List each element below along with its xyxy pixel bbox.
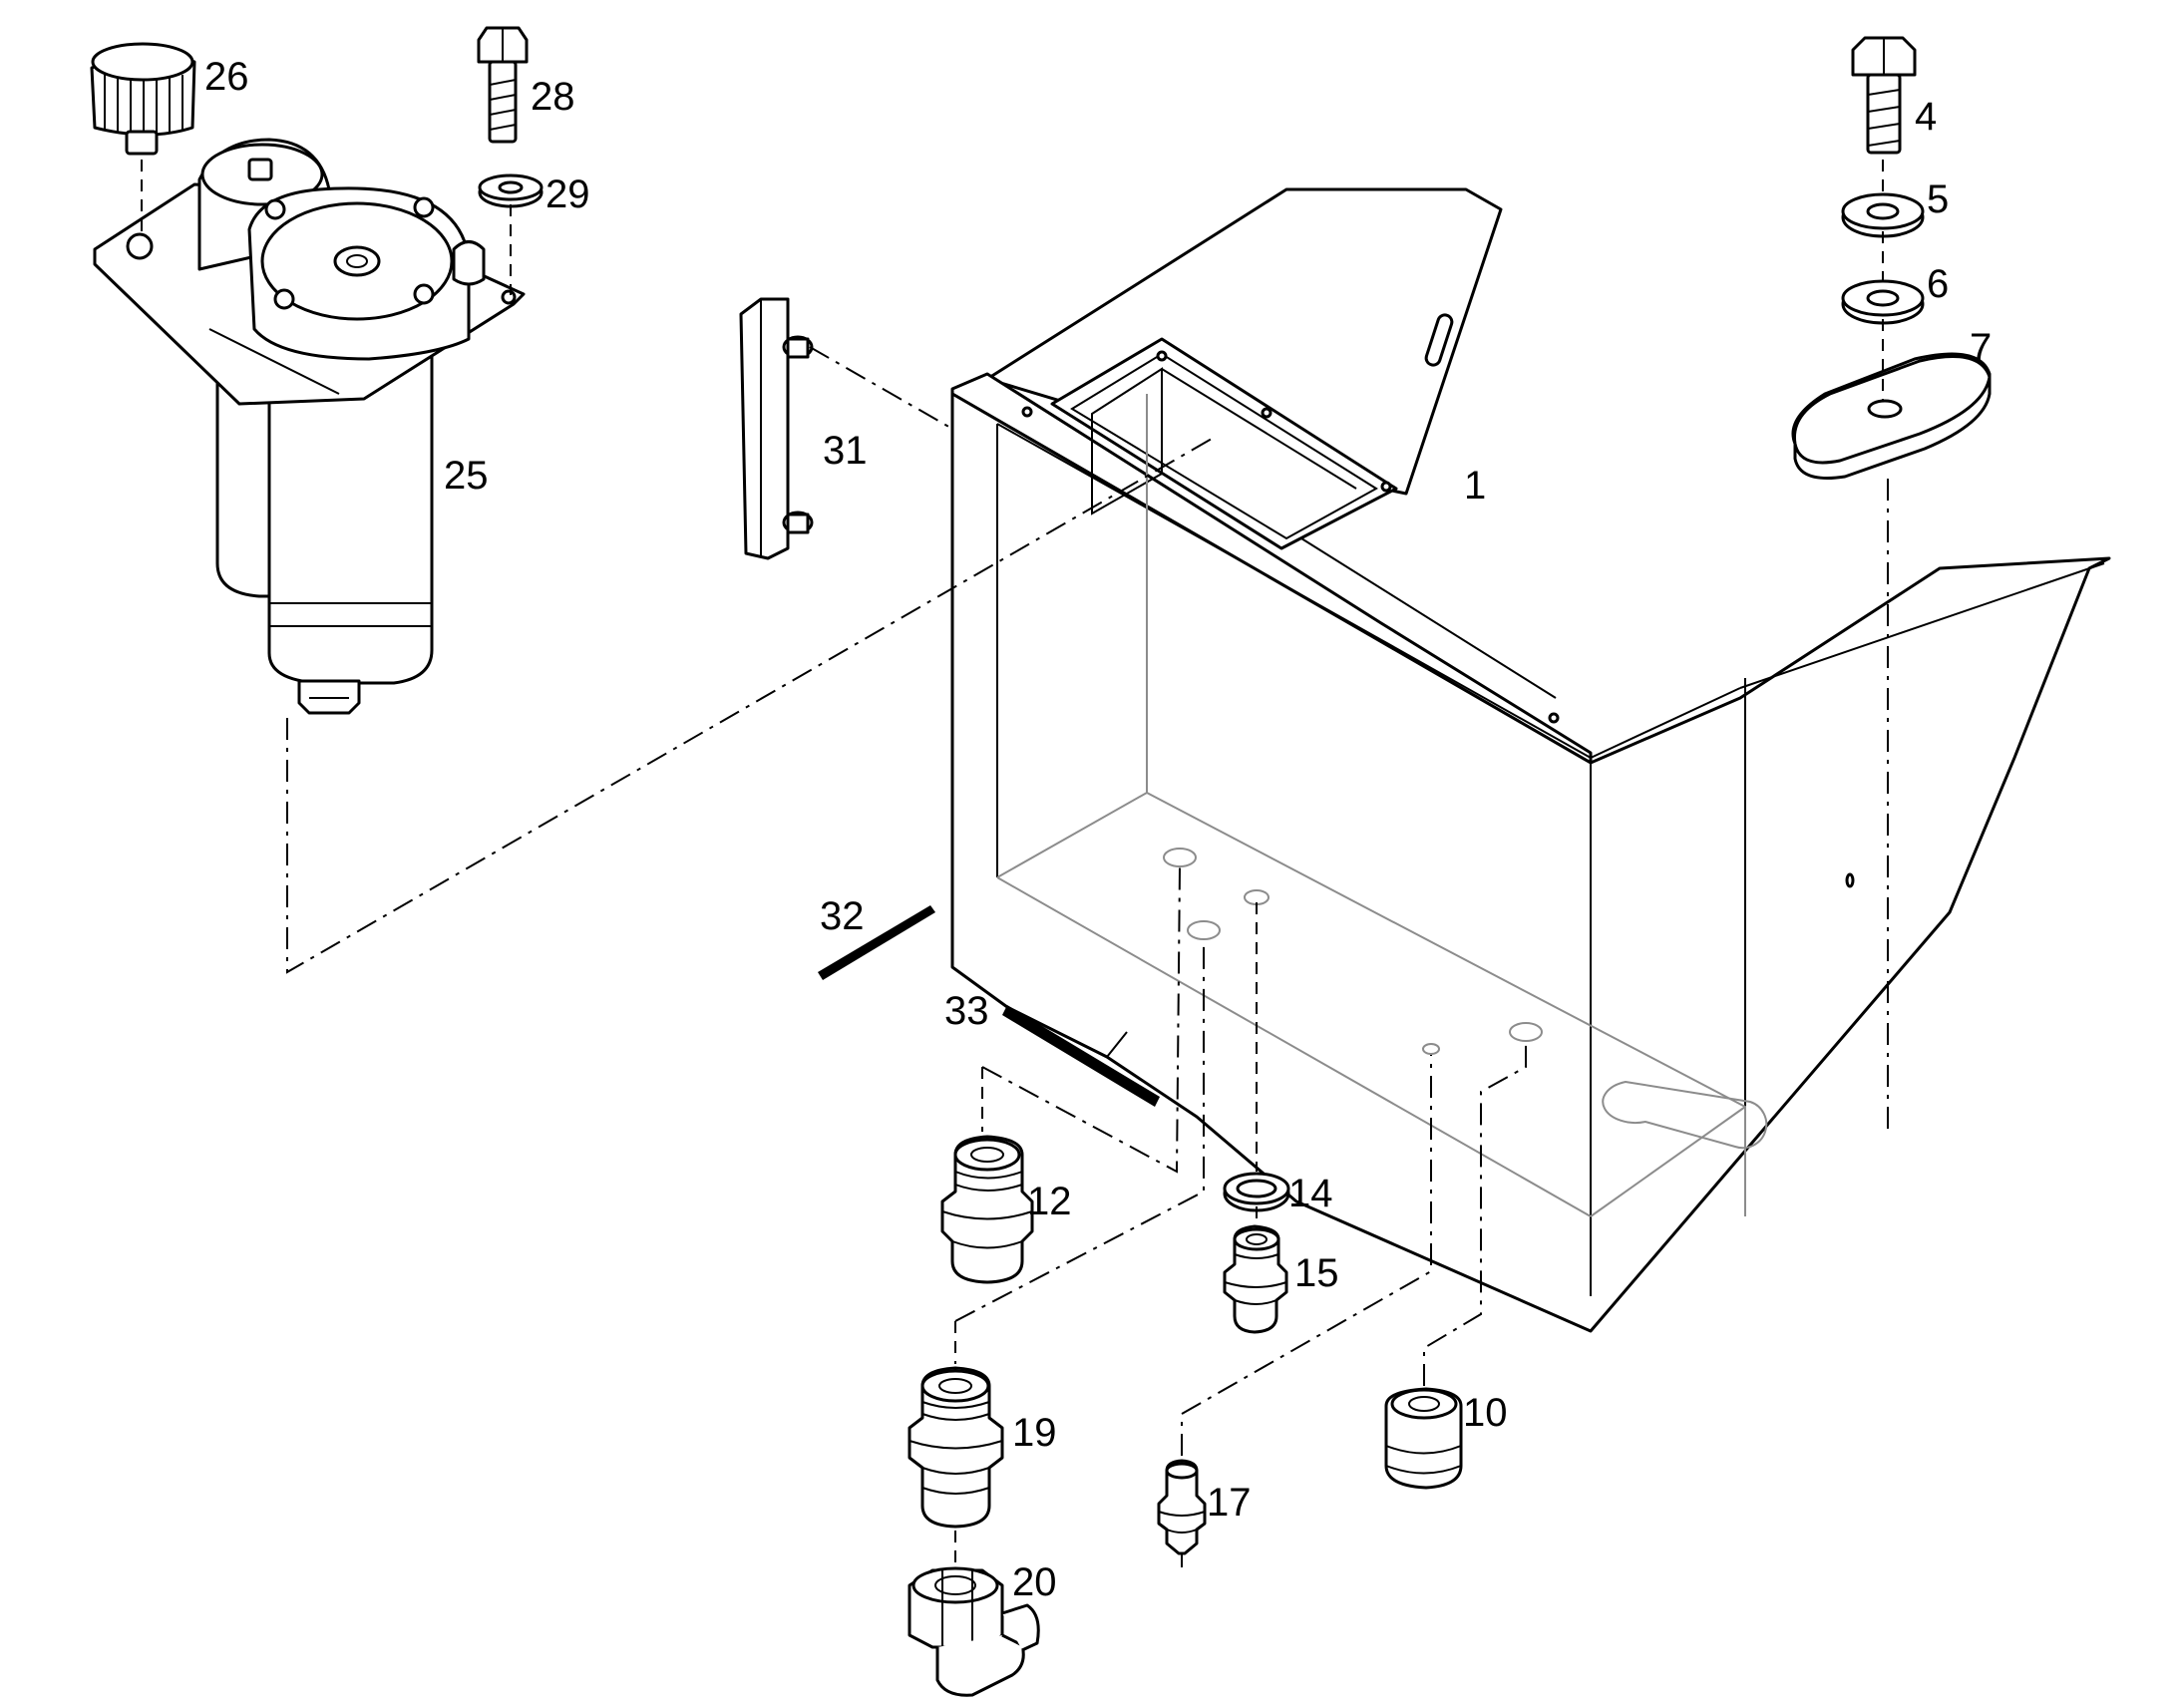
label-4: 4 <box>1915 95 1937 139</box>
leader-lines <box>141 160 1889 1567</box>
label-19: 19 <box>1012 1411 1057 1455</box>
washer-6 <box>1841 279 1925 325</box>
pump-filter-unit <box>93 138 526 715</box>
sensor-17 <box>1157 1459 1207 1567</box>
label-17: 17 <box>1207 1481 1252 1525</box>
label-33: 33 <box>944 989 989 1033</box>
label-20: 20 <box>1012 1560 1057 1604</box>
oval-plate-7 <box>1791 352 1992 481</box>
fitting-12 <box>940 1135 1034 1284</box>
label-25: 25 <box>444 454 489 498</box>
plug-10 <box>1384 1387 1463 1490</box>
label-31: 31 <box>823 429 868 473</box>
fitting-15 <box>1223 1224 1288 1334</box>
label-32: 32 <box>820 894 865 938</box>
washer-29 <box>478 173 544 208</box>
label-7: 7 <box>1970 326 1992 370</box>
washer-5 <box>1841 192 1925 238</box>
label-29: 29 <box>545 172 590 216</box>
bracket-31 <box>739 297 814 560</box>
label-6: 6 <box>1927 262 1949 306</box>
label-12: 12 <box>1027 1180 1072 1223</box>
callout-labels: 26 28 29 25 31 1 4 5 6 7 32 33 12 14 15 … <box>204 55 1992 1604</box>
hex-bolt-28 <box>477 26 529 144</box>
knurled-cap <box>90 42 196 156</box>
seal-ring-14 <box>1223 1172 1290 1212</box>
label-14: 14 <box>1288 1172 1333 1215</box>
label-15: 15 <box>1294 1251 1339 1295</box>
label-28: 28 <box>531 75 575 119</box>
label-1: 1 <box>1464 464 1486 508</box>
fitting-19 <box>908 1366 1004 1529</box>
tank-housing <box>950 187 2111 1333</box>
strip-32 <box>818 905 935 980</box>
elbow-20 <box>908 1566 1040 1697</box>
strip-33 <box>1002 1005 1160 1107</box>
label-5: 5 <box>1927 177 1949 221</box>
label-10: 10 <box>1463 1391 1508 1435</box>
hex-bolt-4 <box>1851 36 1917 155</box>
label-26: 26 <box>204 55 249 99</box>
